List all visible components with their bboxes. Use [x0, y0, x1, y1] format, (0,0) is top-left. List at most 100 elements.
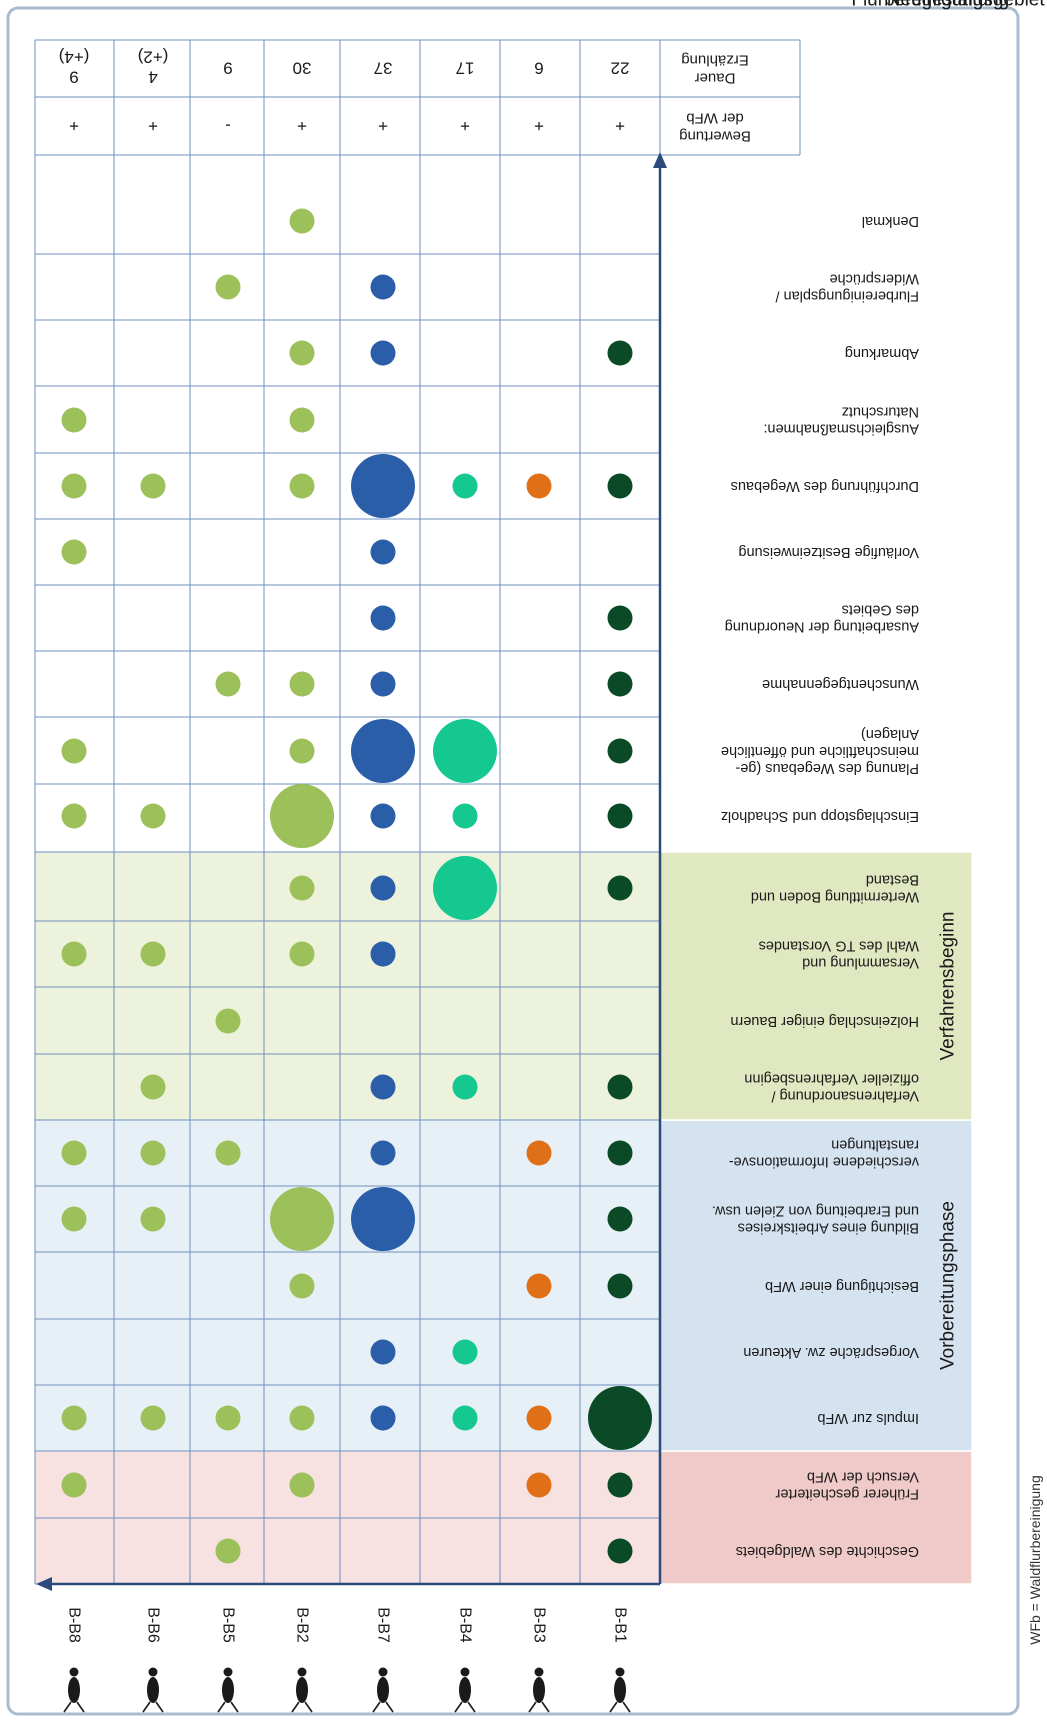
stage-label-16: Durchführung des Wegebaus — [731, 478, 919, 494]
bubble-b-b1-stage-10 — [607, 875, 633, 901]
phase-label-band-2 — [659, 851, 973, 1121]
stage-label-18: Abmarkung — [845, 345, 919, 361]
bubble-b-b3-stage-16 — [526, 473, 552, 499]
stage-label-line-17-0: Ausgleichsmaßnahmen: — [763, 421, 919, 437]
stage-label-line-6-1: ranstaltungen — [831, 1137, 919, 1153]
bubble-b-b2-stage-10 — [289, 875, 315, 901]
bubble-b-b2-stage-11 — [270, 784, 334, 848]
bewertung-text-b-b5: - — [225, 117, 231, 136]
bubble-b-b6-stage-11 — [140, 803, 166, 829]
bewertung-value-b-b3: + — [534, 117, 544, 136]
footnote: WFb = Waldflurbereinigung — [1027, 1475, 1043, 1645]
stage-label-7: Verfahrensanordnung /offizieller Verfahr… — [744, 1071, 919, 1104]
stage-label-line-9-1: Wahl des TG Vorstandes — [759, 938, 919, 954]
person-leg-a-b-b1 — [622, 1701, 631, 1713]
phase-title-text-1: Vorbereitungsphase — [938, 1201, 959, 1370]
stage-label-line-7-1: offizieller Verfahrensbeginn — [744, 1071, 919, 1087]
dauer-text-b-b6: 4 — [148, 68, 157, 87]
bubble-b-b6-stage-5 — [140, 1206, 166, 1232]
stage-label-line-4-0: Besichtigung einer WFb — [765, 1278, 919, 1294]
stage-label-19: Flurbereinigungsplan /Widersprüche — [775, 271, 919, 304]
bubble-b-b4-stage-10 — [433, 856, 497, 920]
bubble-b-b8-stage-6 — [61, 1140, 87, 1166]
bewertung-value-b-b6: + — [148, 117, 158, 136]
bewertung-text-b-b3: + — [534, 117, 544, 136]
bubble-b-b7-stage-7 — [370, 1074, 396, 1100]
person-body-b-b3 — [533, 1677, 545, 1703]
person-body-b-b8 — [68, 1677, 80, 1703]
bubble-b-b6-stage-7 — [140, 1074, 166, 1100]
dauer-extra-b-b6: (+2) — [138, 48, 169, 67]
phase-label-band-1 — [659, 1119, 973, 1452]
person-leg-a-b-b2 — [304, 1701, 313, 1713]
person-head-b-b4 — [460, 1667, 470, 1677]
phase-title-1: Vorbereitungsphase — [938, 1201, 959, 1370]
bubble-b-b8-stage-12 — [61, 738, 87, 764]
bubble-b-b3-stage-6 — [526, 1140, 552, 1166]
header-bewertung-line-1: der WFb — [686, 110, 744, 127]
person-body-b-b1 — [614, 1677, 626, 1703]
bubble-b-b7-stage-2 — [370, 1405, 396, 1431]
stage-label-line-17-1: Naturschutz — [842, 404, 919, 420]
bubble-b-b4-stage-16 — [452, 473, 478, 499]
person-icon-b-b6 — [142, 1667, 164, 1713]
header-dauer-line-0: Dauer — [695, 70, 736, 87]
case-label-b-b4: B-B4 — [457, 1607, 474, 1643]
bewertung-text-b-b6: + — [148, 117, 158, 136]
stage-label-17: Ausgleichsmaßnahmen:Naturschutz — [763, 404, 919, 437]
bubble-b-b4-stage-2 — [452, 1405, 478, 1431]
dauer-text-b-b7: 37 — [374, 59, 393, 78]
stage-label-line-9-0: Versammlung und — [802, 955, 919, 971]
bubble-b-b2-stage-12 — [289, 738, 315, 764]
stage-label-line-3-0: Vorgespräche zw. Akteuren — [743, 1344, 919, 1360]
dauer-value-b-b7: 37 — [374, 59, 393, 78]
bubble-b-b5-stage-19 — [215, 274, 241, 300]
case-label-b-b7: B-B7 — [375, 1607, 392, 1643]
stage-label-13: Wunschentgegennahme — [762, 676, 919, 692]
person-icon-b-b7 — [372, 1667, 394, 1713]
bubble-b-b2-stage-5 — [270, 1187, 334, 1251]
phase-label-band-0 — [659, 1450, 973, 1585]
person-icon-b-b4 — [454, 1667, 476, 1713]
dauer-value-b-b2: 30 — [293, 59, 312, 78]
dauer-value-b-b1: 22 — [611, 59, 630, 78]
stage-label-line-5-0: Bildung eines Arbeitskreises — [738, 1220, 919, 1236]
bubble-b-b1-stage-1 — [607, 1472, 633, 1498]
person-leg-b-b-b1 — [609, 1701, 618, 1713]
stage-label-line-20-0: Denkmal — [862, 213, 919, 229]
header-dauer-line-1: Erzählung — [681, 52, 749, 69]
bubble-b-b8-stage-11 — [61, 803, 87, 829]
stage-label-11: Einschlagstopp und Schadholz — [721, 808, 919, 824]
bubble-b-b7-stage-14 — [370, 605, 396, 631]
dauer-text-b-b4: 17 — [456, 59, 475, 78]
person-icon-b-b3 — [528, 1667, 550, 1713]
person-leg-b-b-b4 — [454, 1701, 463, 1713]
bubble-b-b5-stage-8 — [215, 1008, 241, 1034]
bubble-b-b3-stage-4 — [526, 1273, 552, 1299]
bubble-b-b7-stage-5 — [351, 1187, 415, 1251]
bubble-b-b6-stage-16 — [140, 473, 166, 499]
phase-title-text-3-0: Neugestaltung — [887, 0, 1010, 11]
bubble-b-b2-stage-4 — [289, 1273, 315, 1299]
bubble-b-b8-stage-2 — [61, 1405, 87, 1431]
case-label-b-b8: B-B8 — [66, 1607, 83, 1643]
stage-label-line-16-0: Durchführung des Wegebaus — [731, 478, 919, 494]
person-leg-a-b-b5 — [230, 1701, 239, 1713]
bubble-b-b8-stage-1 — [61, 1472, 87, 1498]
bubble-b-b6-stage-9 — [140, 941, 166, 967]
bubble-b-b7-stage-18 — [370, 340, 396, 366]
dauer-extra-b-b8: (+4) — [59, 48, 90, 67]
person-leg-b-b-b8 — [63, 1701, 72, 1713]
dauer-text-b-b3: 6 — [534, 59, 543, 78]
bewertung-value-b-b4: + — [460, 117, 470, 136]
case-label-text-b-b7: B-B7 — [375, 1607, 392, 1643]
dauer-text-b-b5: 9 — [223, 59, 232, 78]
case-label-text-b-b8: B-B8 — [66, 1607, 83, 1643]
bubble-b-b1-stage-12 — [607, 738, 633, 764]
